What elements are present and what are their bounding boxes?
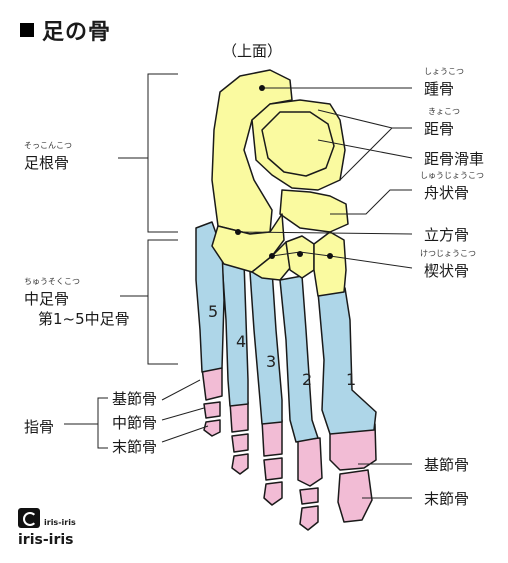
label-talus: 距骨: [424, 120, 455, 138]
tarsal-bone-8: [313, 231, 347, 297]
leader-line-8: [161, 407, 205, 421]
label-metatarsals: 中足骨: [24, 290, 70, 308]
metatarsals-ruby: ちゅうそくこつ: [24, 277, 80, 286]
phalanx-bone-14: [203, 419, 221, 437]
label-distal-phalanx-left: 末節骨: [112, 438, 158, 456]
phalanx-bone-7: [263, 457, 283, 481]
view-label: （上面）: [222, 42, 283, 60]
title-bar: 足の骨: [20, 14, 111, 46]
tarsal-bone-4: [279, 189, 349, 233]
phalanx-bone-3: [297, 437, 323, 487]
tarsal-bone-1: [211, 69, 293, 235]
label-talar-trochlea: 距骨滑車: [424, 150, 485, 168]
metatarsal-number-2: 2: [302, 370, 313, 389]
iris-logo-icon: [18, 508, 40, 528]
phalanx-bone-2: [337, 469, 373, 523]
tarsals-ruby: そっこんこつ: [24, 141, 72, 150]
label-navicular: 舟状骨: [424, 184, 470, 202]
label-cuboid: 立方骨: [424, 226, 470, 244]
metatarsal-bone-5: [195, 221, 225, 373]
metatarsal-number-3: 3: [266, 352, 277, 371]
leader-dot-3: [269, 253, 275, 259]
leader-line-3: [147, 239, 178, 365]
label-distal-phalanx-right: 末節骨: [424, 490, 470, 508]
logo-text: iris-iris: [18, 532, 74, 548]
phalanx-bone-10: [231, 433, 249, 453]
navicular-ruby: しゅうじょうこつ: [420, 171, 484, 180]
label-calcaneus: 踵骨: [424, 80, 455, 98]
tarsal-bone-5: [211, 213, 285, 273]
leader-line-1: [147, 73, 178, 233]
label-proximal-phalanx-right: 基節骨: [424, 456, 470, 474]
leader-line-15: [237, 231, 413, 235]
phalanx-bone-5: [299, 505, 319, 531]
logo-small-text: iris-iris: [44, 518, 76, 527]
tarsal-bone-3: [261, 111, 335, 177]
metatarsal-number-4: 4: [236, 332, 247, 351]
leader-dot-1: [259, 85, 265, 91]
metatarsal-bone-4: [221, 261, 249, 407]
label-proximal-phalanx-left: 基節骨: [112, 390, 158, 408]
label-phalanges: 指骨: [24, 418, 55, 436]
cuneiform-ruby: けつじょうこつ: [420, 249, 476, 258]
leader-line-14: [330, 189, 412, 215]
metatarsal-bone-1: [317, 287, 377, 435]
metatarsal-number-5: 5: [208, 302, 219, 321]
leader-dot-4: [297, 251, 303, 257]
leader-dot-5: [327, 253, 333, 259]
leader-line-5: [97, 397, 108, 449]
title-square-icon: [20, 23, 34, 37]
phalanx-bone-8: [263, 481, 283, 506]
metatarsal-bone-2: [279, 275, 319, 443]
leader-line-13: [317, 139, 413, 159]
phalanx-bone-4: [299, 487, 319, 505]
phalanx-bone-13: [203, 401, 221, 419]
leader-line-16: [271, 251, 413, 269]
calcaneus-ruby: しょうこつ: [424, 67, 464, 76]
phalanx-bone-12: [201, 367, 223, 401]
iris-logo: iris-iris iris-iris: [18, 508, 80, 554]
label-tarsals: 足根骨: [24, 154, 70, 172]
leader-line-12: [339, 127, 393, 181]
leader-dot-2: [235, 229, 241, 235]
page-title: 足の骨: [42, 20, 112, 45]
phalanx-bone-11: [231, 453, 249, 475]
metatarsal-bone-3: [249, 269, 283, 425]
phalanx-bone-9: [229, 401, 249, 433]
talus-ruby: きょこつ: [428, 107, 460, 116]
phalanx-bone-6: [261, 419, 283, 457]
leader-line-7: [161, 379, 201, 401]
label-cuneiform: 楔状骨: [424, 262, 470, 280]
leader-line-9: [161, 425, 209, 443]
metatarsal-number-1: 1: [346, 370, 357, 389]
label-metatarsals-sub: 第1~5中足骨: [38, 310, 130, 328]
label-middle-phalanx-left: 中節骨: [112, 414, 158, 432]
